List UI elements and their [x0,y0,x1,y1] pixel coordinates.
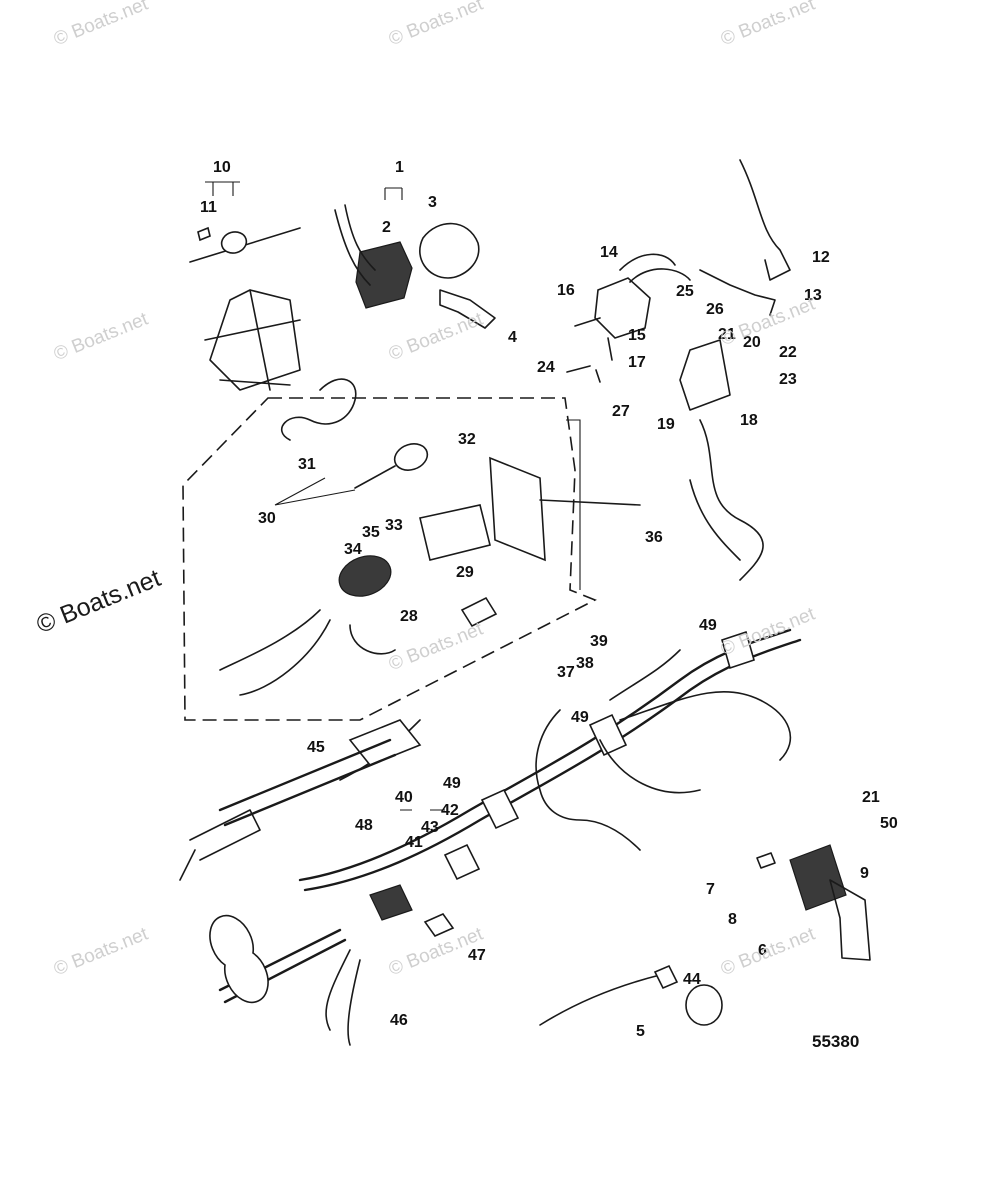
callout-49-top: 49 [699,617,717,634]
callout-21: 21 [718,326,736,343]
callout-45: 45 [307,739,325,756]
callout-8: 8 [728,911,737,928]
callout-7: 7 [706,881,715,898]
main-wiring-harness [298,628,802,892]
callout-19: 19 [657,416,675,433]
callout-42: 42 [441,802,459,819]
regulator-and-parts [539,844,871,1026]
callout-24: 24 [537,359,555,376]
callout-4: 4 [508,329,517,346]
control-harness [219,378,641,696]
callout-33: 33 [385,517,403,534]
callout-36: 36 [645,529,663,546]
relay-assembly [334,204,496,329]
callout-18: 18 [740,412,758,429]
callout-23: 23 [779,371,797,388]
callout-27: 27 [612,403,630,420]
callout-43: 43 [421,819,439,836]
inline-fuse-holder [189,226,301,391]
callout-40: 40 [395,789,413,806]
callout-15: 15 [628,327,646,344]
callout-17: 17 [628,354,646,371]
callout-50: 50 [880,815,898,832]
callout-9: 9 [860,865,869,882]
callout-37: 37 [557,664,575,681]
callout-31: 31 [298,456,316,473]
extension-harness [179,738,455,1046]
figure-number: 55380 [812,1032,860,1051]
callout-20: 20 [743,334,761,351]
callout-32: 32 [458,431,476,448]
callout-11: 11 [200,199,217,216]
callout-26: 26 [706,301,724,318]
callout-49-middle: 49 [571,709,589,726]
callout-14: 14 [600,244,618,261]
callout-48: 48 [355,817,373,834]
callout-25: 25 [676,283,694,300]
callout-39: 39 [590,633,608,650]
callout-35: 35 [362,524,380,541]
callout-49-lower: 49 [443,775,461,792]
callout-30: 30 [258,510,276,527]
callout-16: 16 [557,282,575,299]
callout-34: 34 [344,541,362,558]
callout-44: 44 [683,971,701,988]
callout-41: 41 [405,834,423,851]
callout-21-regulator: 21 [862,789,880,806]
callout-3: 3 [428,194,437,211]
callout-2: 2 [382,219,391,236]
callout-1: 1 [395,159,404,176]
callout-28: 28 [400,608,418,625]
callout-47: 47 [468,947,486,964]
callout-5: 5 [636,1023,645,1040]
callout-6: 6 [758,942,767,959]
callout-46: 46 [390,1012,408,1029]
callout-38: 38 [576,655,594,672]
callout-22: 22 [779,344,797,361]
solenoid-assembly [566,159,791,581]
callout-10: 10 [213,159,231,176]
callout-29: 29 [456,564,474,581]
callout-12: 12 [812,249,830,266]
callout-13: 13 [804,287,822,304]
leader-lines [205,181,581,811]
dashed-group-outline [182,397,597,721]
